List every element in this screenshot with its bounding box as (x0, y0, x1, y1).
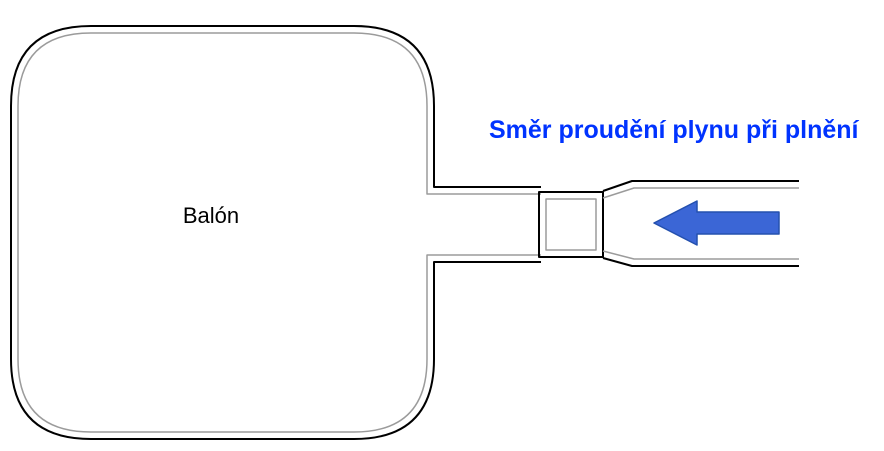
inlet-tube-bottom-outer (602, 257, 799, 267)
balloon-label: Balón (183, 203, 239, 228)
inlet-tube-top-outer (602, 180, 799, 192)
flow-direction-arrow-icon (653, 200, 780, 246)
valve-body-inner (545, 198, 597, 251)
balloon-outline-inner (17, 32, 541, 433)
flow-direction-label: Směr proudění plynu při plnění (489, 116, 860, 144)
valve-body-outer (538, 191, 604, 258)
balloon-outline-outer (10, 25, 541, 440)
inlet-tube-bottom-inner (602, 250, 799, 260)
inlet-tube-top-inner (602, 187, 799, 199)
